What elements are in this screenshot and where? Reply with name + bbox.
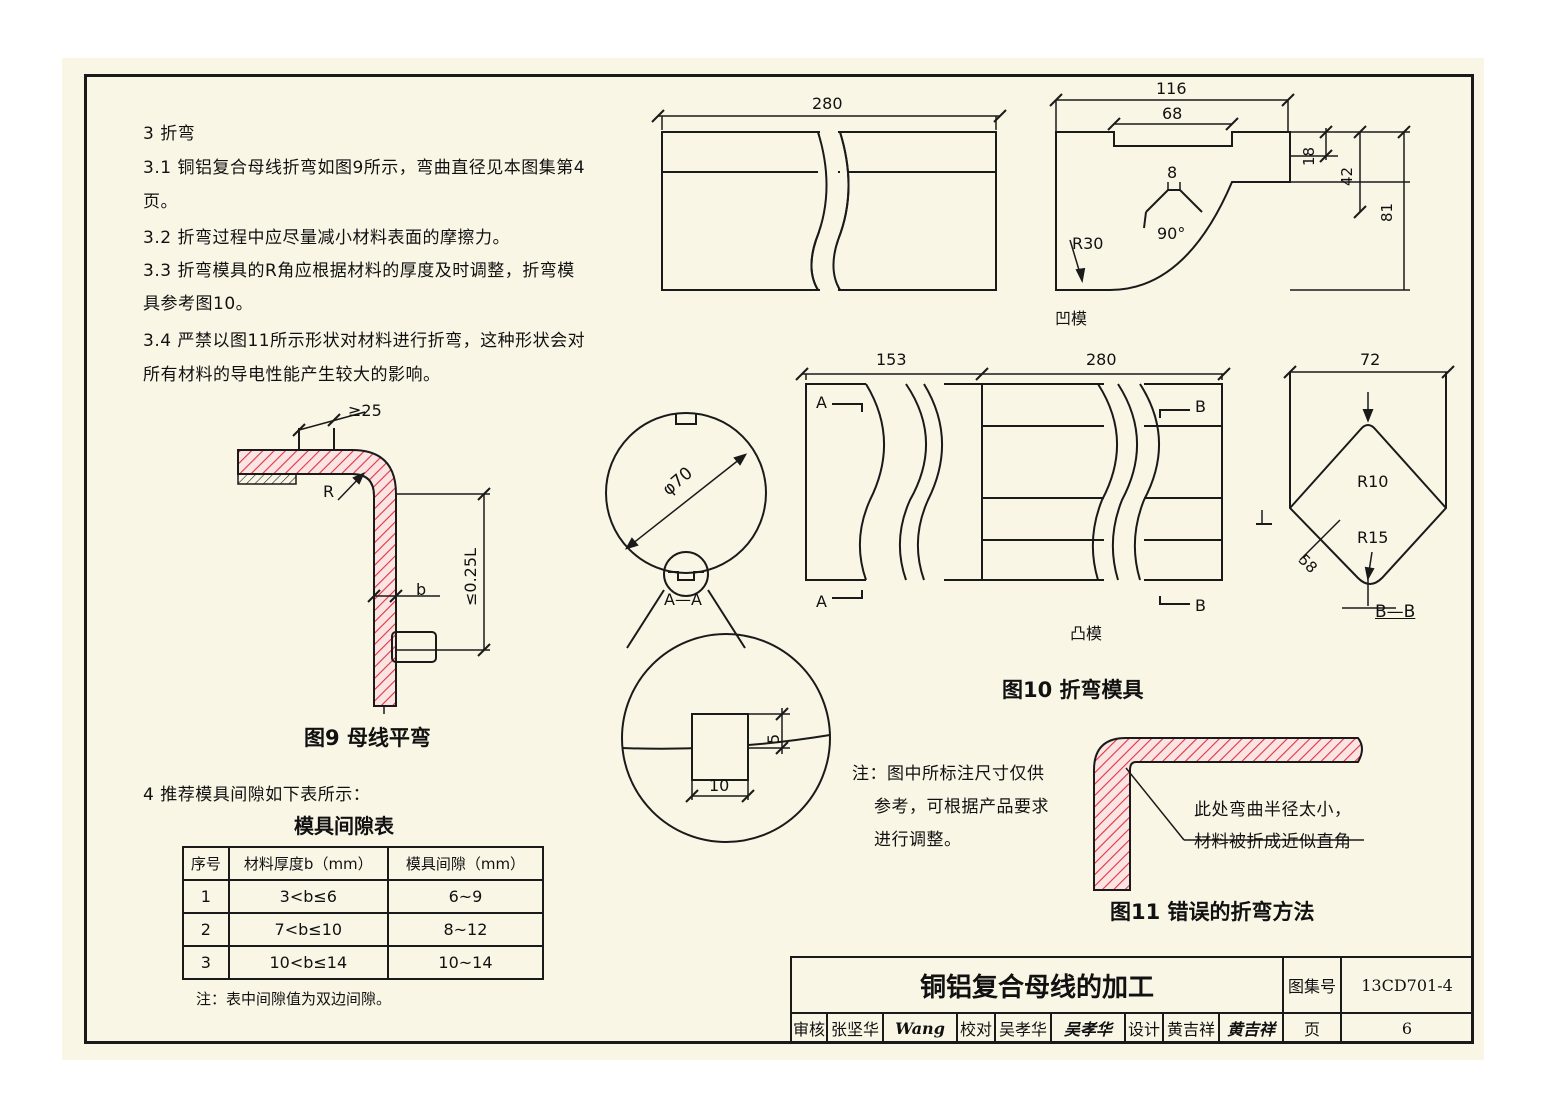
table-header-cell: 模具间隙（mm） [386,846,545,881]
fig10-dim-r15: R15 [1357,528,1389,547]
paragraph-3-4-line2: 所有材料的导电性能产生较大的影响。 [143,365,441,385]
fig10-dim-r30: R30 [1072,234,1104,253]
review-label: 审核 [790,1012,828,1044]
fig9-dim-width: ≥25 [348,401,382,420]
paragraph-3-1-line1: 3.1 铜铝复合母线折弯如图9所示，弯曲直径见本图集第4 [143,158,586,178]
note-line3: 进行调整。 [874,830,962,850]
fig9-caption: 图9 母线平弯 [304,726,431,750]
table-row: 3 10<b≤14 10~14 [182,945,545,980]
drawing-frame [84,74,1474,1044]
fig10-dim-280-top: 280 [812,94,843,113]
table-header-cell: 序号 [182,846,230,881]
table-header-row: 序号 材料厚度b（mm） 模具间隙（mm） [182,846,545,881]
fig10-dim-r10: R10 [1357,472,1389,491]
fig10-dim-153: 153 [876,350,907,369]
fig-round-die [605,412,831,843]
reviewer-signature: Wang [882,1012,958,1044]
fig10-dim-81: 81 [1378,202,1396,222]
table-note: 注：表中间隙值为双边间隙。 [196,990,392,1008]
fig10-dim-68: 68 [1162,104,1183,123]
paragraph-3-3-line1: 3.3 折弯模具的R角应根据材料的厚度及时调整，折弯模 [143,261,575,281]
fig10-section-b-top: B [1195,397,1206,416]
checker-name: 吴孝华 [994,1012,1052,1044]
reviewer-name: 张坚华 [826,1012,884,1044]
table-cell: 3 [182,945,230,980]
fig9-busbar-bend [237,411,491,714]
fig10-section-a-top: A [816,393,827,412]
paragraph-3-4-line1: 3.4 严禁以图11所示形状对材料进行折弯，这种形状会对 [143,331,586,351]
atlas-number-label: 图集号 [1282,956,1342,1014]
fig10-label-female-die: 凹模 [1055,309,1088,328]
round-dim-10: 10 [709,776,730,795]
check-label: 校对 [956,1012,996,1044]
atlas-number: 13CD701-4 [1340,956,1474,1014]
table-title: 模具间隙表 [294,814,394,838]
fig9-label-b: b [416,580,427,599]
paragraph-3-2: 3.2 折弯过程中应尽量减小材料表面的摩擦力。 [143,228,510,248]
drawing-title: 铜铝复合母线的加工 [790,956,1284,1014]
fig10-dim-90-deg: 90° [1157,224,1186,243]
table-cell: 3<b≤6 [227,879,389,914]
fig10-label-male-die: 凸模 [1070,624,1103,643]
fig10-dim-280-mid: 280 [1086,350,1117,369]
fig9-label-r: R [323,482,335,501]
fig10-male-die [795,367,1231,605]
fig10-label-bb: B—B [1375,602,1416,622]
fig11-caption: 图11 错误的折弯方法 [1110,900,1315,924]
fig11-callout-line2: 材料被折成近似直角 [1194,832,1352,852]
designer-name: 黄吉祥 [1162,1012,1220,1044]
fig10-section-b-bottom: B [1195,596,1206,615]
round-section-label: A—A [664,590,702,609]
fig10-dim-18: 18 [1300,146,1318,166]
note-line1: 注：图中所标注尺寸仅供 [852,764,1045,784]
gap-table: 序号 材料厚度b（mm） 模具间隙（mm） 1 3<b≤6 6~9 2 7<b≤… [182,846,545,980]
fig10-dim-116: 116 [1156,79,1187,98]
table-cell: 10~14 [386,945,545,980]
table-row: 1 3<b≤6 6~9 [182,879,545,914]
section-heading: 3 折弯 [143,124,196,144]
fig11-callout-line1: 此处弯曲半径太小， [1194,800,1352,820]
table-row: 2 7<b≤10 8~12 [182,912,545,947]
fig10-caption: 图10 折弯模具 [1002,678,1144,702]
design-label: 设计 [1124,1012,1164,1044]
fig11-wrong-bend [1093,737,1364,891]
fig9-dim-length: ≤0.25L [461,548,480,606]
fig10-section-a-bottom: A [816,592,827,611]
table-intro: 4 推荐模具间隙如下表所示： [143,785,371,805]
fig10-dim-72: 72 [1360,350,1381,369]
fig10-dim-8: 8 [1167,163,1178,182]
fig10-dim-42: 42 [1338,166,1356,186]
fig10-top-bar [651,109,1007,296]
designer-signature: 黄吉祥 [1218,1012,1284,1044]
title-block: 铜铝复合母线的加工 图集号 13CD701-4 审核 张坚华 Wang 校对 吴… [790,956,1474,1044]
checker-signature: 吴孝华 [1050,1012,1126,1044]
table-header-cell: 材料厚度b（mm） [227,846,389,881]
table-cell: 6~9 [386,879,545,914]
paragraph-3-1-line2: 页。 [143,192,178,212]
page-number: 6 [1340,1012,1474,1044]
table-cell: 2 [182,912,230,947]
table-cell: 1 [182,879,230,914]
table-cell: 7<b≤10 [227,912,389,947]
paragraph-3-3-line2: 具参考图10。 [143,294,254,314]
round-dim-5: 5 [764,733,783,744]
table-cell: 10<b≤14 [227,945,389,980]
fig10-bb-section [1256,365,1455,609]
note-line2: 参考，可根据产品要求 [874,797,1049,817]
table-cell: 8~12 [386,912,545,947]
page-label: 页 [1282,1012,1342,1044]
fig10-female-die [1049,93,1411,291]
